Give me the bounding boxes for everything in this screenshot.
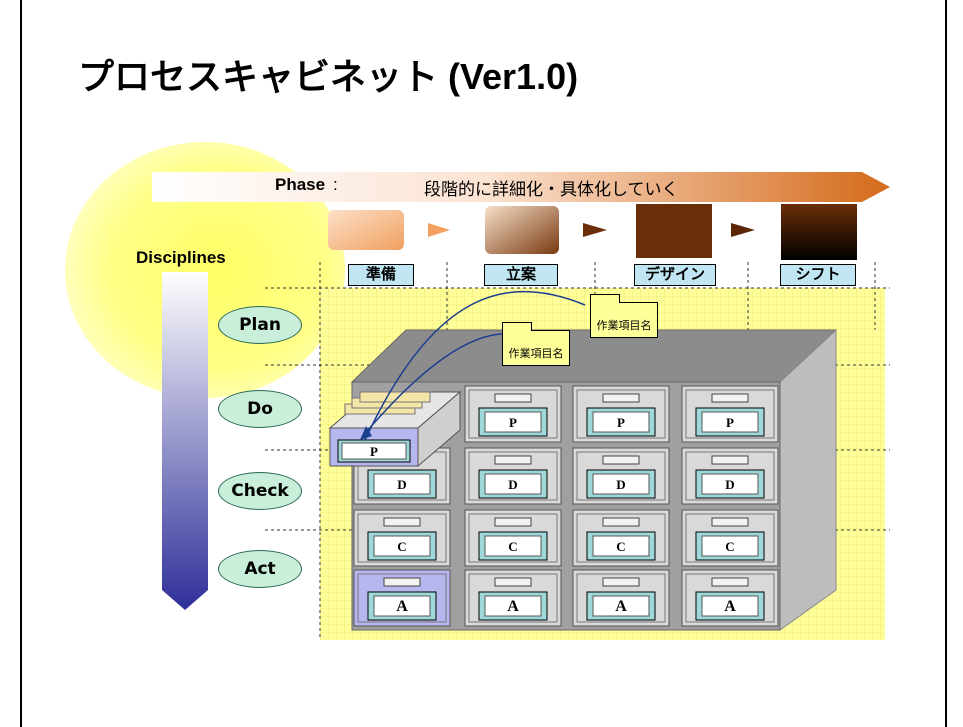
- drawer-letter: A: [507, 598, 519, 615]
- drawer: D: [572, 447, 670, 505]
- drawer-handle: [602, 455, 640, 465]
- drawer-letter: D: [616, 477, 625, 492]
- drawer-handle: [602, 577, 640, 587]
- discipline-plan: Plan: [218, 306, 302, 344]
- phase-tab-design: デザイン: [634, 264, 716, 286]
- drawer-letter: P: [617, 415, 625, 430]
- slide-frame: [20, 0, 947, 727]
- drawer: P: [572, 385, 670, 443]
- disciplines-arrow: [162, 272, 208, 610]
- phase-step-arrow-3: [731, 223, 755, 237]
- drawer-handle: [494, 517, 532, 527]
- phase-block-4: [781, 204, 857, 260]
- flow-arrowhead: [360, 426, 372, 440]
- drawer-letter: C: [725, 539, 734, 554]
- cabinet-drawers: P P P D D D D C C C C A A A A: [353, 385, 779, 627]
- drawer-letter: A: [615, 598, 627, 615]
- phase-tab-planning: 立案: [484, 264, 558, 286]
- work-item-note-2: 作業項目名: [590, 294, 658, 338]
- drawer: D: [681, 447, 779, 505]
- drawer: P: [464, 385, 562, 443]
- flow-arrow-2: [367, 333, 513, 431]
- drawer-letter: A: [396, 598, 408, 615]
- drawer: C: [353, 509, 451, 567]
- drawer: A: [353, 569, 451, 627]
- drawer-letter: D: [508, 477, 517, 492]
- drawer-letter: C: [616, 539, 625, 554]
- phase-block-1: [328, 210, 404, 250]
- drawer-handle: [602, 393, 640, 403]
- drawer: D: [464, 447, 562, 505]
- drawer: C: [572, 509, 670, 567]
- disciplines-label: Disciplines: [136, 248, 226, 267]
- cabinet-side: [779, 328, 837, 631]
- discipline-act: Act: [218, 550, 302, 588]
- phase-label: Phase: [275, 175, 326, 194]
- drawer-handle: [494, 455, 532, 465]
- drawer: A: [464, 569, 562, 627]
- drawer-handle: [383, 577, 421, 587]
- drawer-letter: C: [508, 539, 517, 554]
- drawer: P: [681, 385, 779, 443]
- discipline-check: Check: [218, 472, 302, 510]
- page-title: プロセスキャビネット (Ver1.0): [78, 56, 579, 97]
- phase-step-arrow-1: [428, 223, 450, 237]
- work-item-note-1: 作業項目名: [502, 322, 570, 366]
- drawer-handle: [494, 393, 532, 403]
- phase-tab-preparation: 準備: [348, 264, 414, 286]
- phase-block-2: [485, 206, 559, 254]
- phase-block-3: [636, 204, 712, 258]
- drawer-letter: P: [726, 415, 734, 430]
- drawer-letter: D: [397, 477, 406, 492]
- drawer-letter: P: [509, 415, 517, 430]
- drawer-handle: [494, 577, 532, 587]
- phase-arrow: [152, 172, 890, 202]
- drawer-handle: [383, 517, 421, 527]
- phase-step-arrow-2: [583, 223, 607, 237]
- phase-colon: :: [333, 175, 338, 194]
- drawer-handle: [602, 517, 640, 527]
- phase-tab-shift: シフト: [780, 264, 856, 286]
- drawer-handle: [711, 393, 749, 403]
- drawer: A: [572, 569, 670, 627]
- open-drawer-letter: P: [370, 444, 378, 459]
- drawer-handle: [711, 455, 749, 465]
- phase-description: 段階的に詳細化・具体化していく: [424, 180, 679, 199]
- discipline-do: Do: [218, 390, 302, 428]
- flow-arrow-1: [364, 291, 586, 441]
- drawer-handle: [711, 517, 749, 527]
- drawer: C: [464, 509, 562, 567]
- drawer-letter: D: [725, 477, 734, 492]
- drawer-letter: C: [397, 539, 406, 554]
- drawer-handle: [711, 577, 749, 587]
- drawer: A: [681, 569, 779, 627]
- drawer: C: [681, 509, 779, 567]
- drawer-letter: A: [724, 598, 736, 615]
